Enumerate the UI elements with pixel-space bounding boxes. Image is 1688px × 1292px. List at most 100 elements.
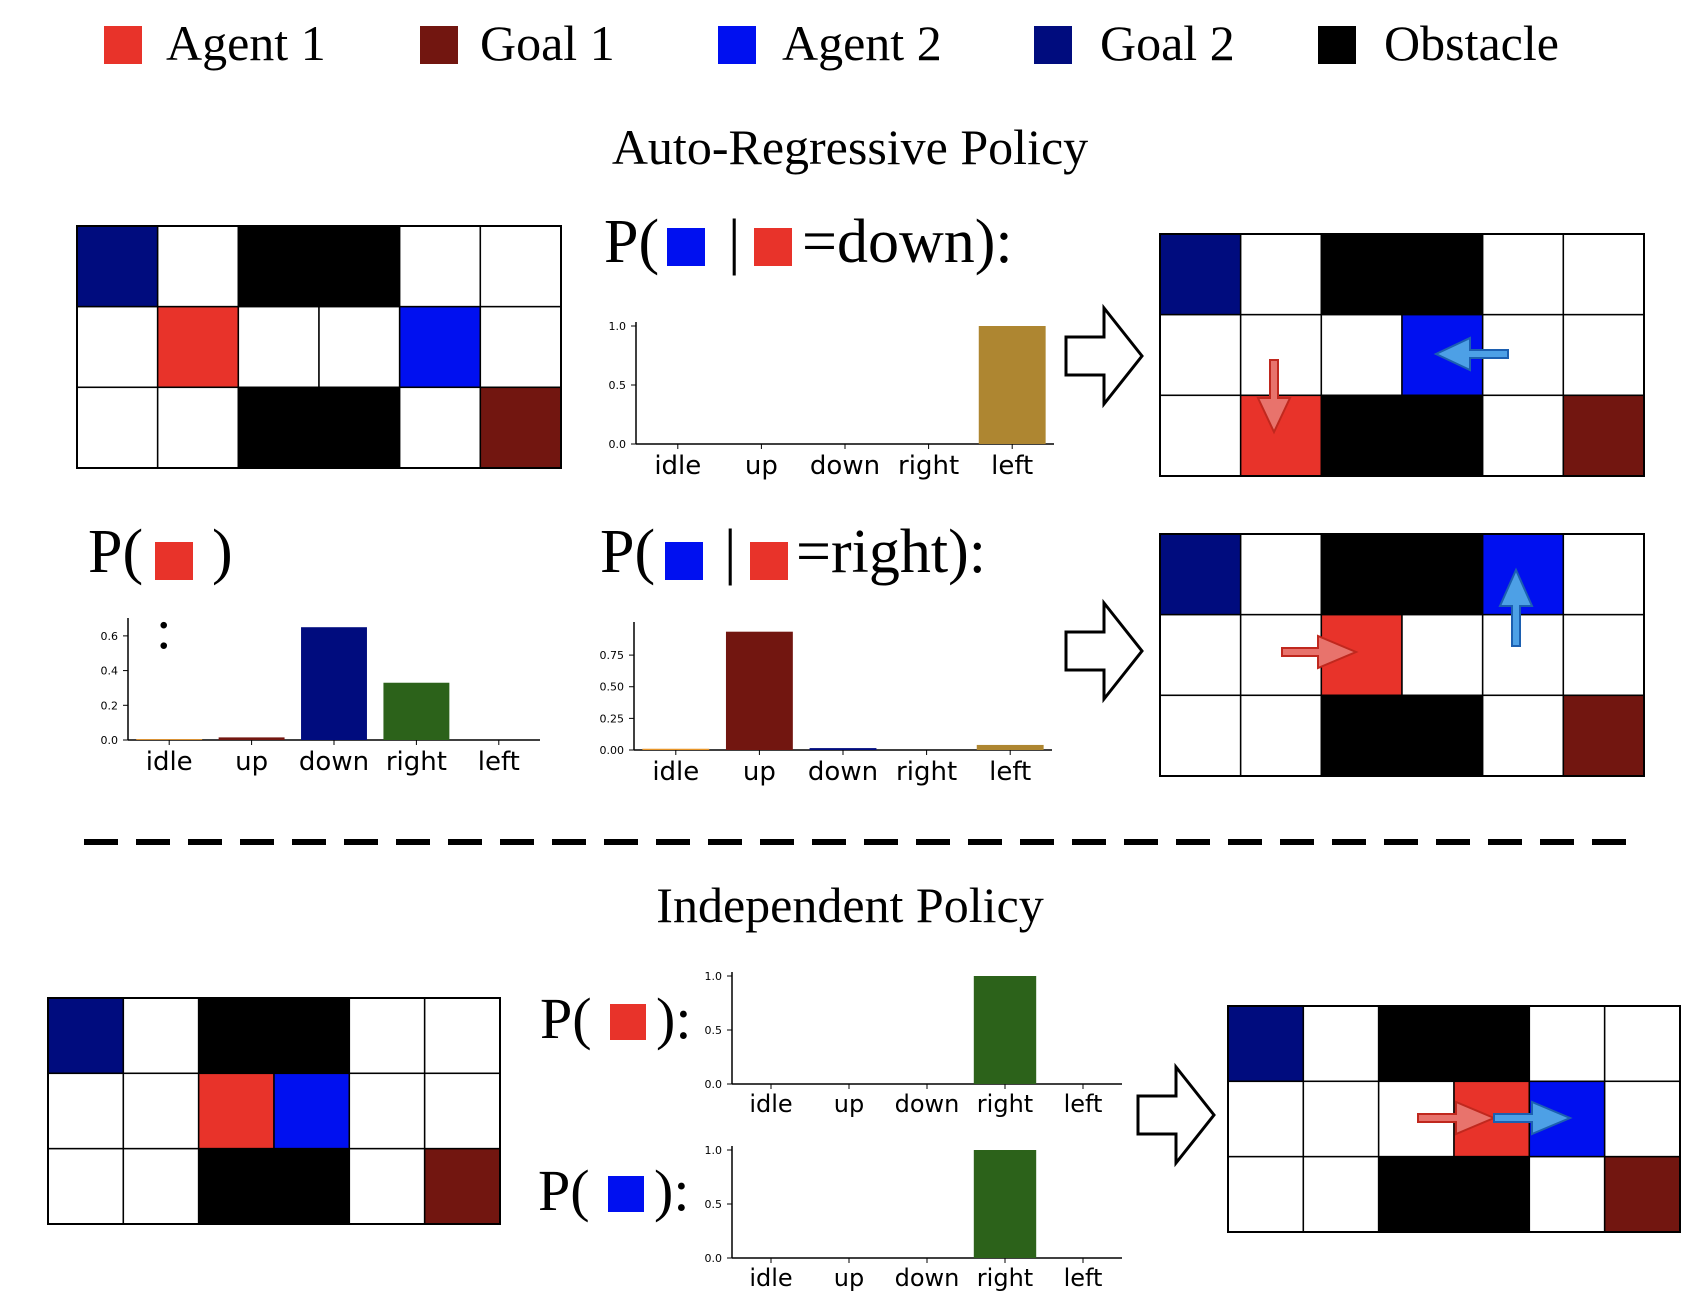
obstacle-cell: [237, 225, 320, 308]
empty-cell: [1481, 613, 1565, 697]
formula-agent2-given-right: P( | =right):: [600, 518, 986, 586]
goal2-cell: [1159, 233, 1242, 316]
agent2-cell: [398, 305, 482, 389]
bar-idle: [136, 739, 203, 740]
goal2-cell: [1227, 1005, 1305, 1083]
agent2-up-arrow-icon: [1498, 567, 1534, 647]
legend-swatch-goal2: [1034, 26, 1072, 64]
y-tick-label: 0.75: [600, 649, 625, 662]
empty-cell: [1159, 313, 1242, 397]
y-tick-label: 1.0: [609, 320, 627, 333]
grid-border: [1159, 233, 1645, 477]
empty-cell: [122, 997, 200, 1075]
formula-p-close: ): [212, 518, 233, 586]
y-tick-label: 1.0: [705, 970, 723, 983]
empty-cell: [1239, 233, 1323, 316]
x-tick-label: right: [896, 757, 957, 787]
x-tick-label: idle: [146, 747, 193, 777]
legend-swatch-goal1: [420, 26, 458, 64]
formula-ind-agent2: P( ):: [538, 1158, 689, 1223]
obstacle-cell: [1401, 394, 1484, 477]
y-tick-label: 1.0: [705, 1144, 723, 1157]
empty-cell: [237, 305, 320, 389]
y-tick-label: 0.5: [609, 379, 627, 392]
empty-cell: [1239, 533, 1323, 616]
empty-cell: [1562, 313, 1645, 397]
x-tick-label: right: [977, 1264, 1033, 1292]
obstacle-cell: [1377, 1005, 1455, 1083]
x-tick-label: up: [743, 757, 776, 787]
empty-cell: [348, 997, 426, 1075]
bar-down: [301, 627, 367, 740]
formula-agent2-swatch: [608, 1176, 644, 1212]
formula-agent2-given-down: P( | =down):: [604, 208, 1013, 276]
empty-cell: [47, 1147, 125, 1225]
empty-cell: [76, 386, 159, 469]
legend-label-obstacle: Obstacle: [1384, 15, 1559, 71]
bar-down: [809, 748, 877, 750]
auto-regressive-title: Auto-Regressive Policy: [612, 119, 1088, 175]
agent1-right-arrow-icon: [1281, 634, 1359, 670]
y-tick-label: 0.50: [600, 681, 625, 694]
formula-p-open: P(: [88, 518, 143, 586]
y-tick-label: 0.0: [101, 734, 119, 747]
legend-swatch-obstacle: [1318, 26, 1356, 64]
agent1-right-arrow-icon: [1417, 1100, 1497, 1136]
obstacle-cell: [273, 1147, 351, 1225]
goal2-cell: [1159, 533, 1242, 616]
empty-cell: [122, 1147, 200, 1225]
formula-agent2-swatch: [665, 542, 703, 580]
goal1-cell: [479, 386, 562, 469]
formula-colon: :: [156, 599, 172, 661]
formula-p-close-colon: ):: [654, 1158, 689, 1223]
obstacle-cell: [1320, 233, 1403, 316]
legend-label-agent2: Agent 2: [782, 15, 942, 71]
obstacle-cell: [1320, 394, 1403, 477]
empty-cell: [122, 1072, 200, 1150]
empty-cell: [1481, 233, 1565, 316]
grid-ar-initial: [76, 225, 562, 469]
obstacle-cell: [1401, 533, 1484, 616]
empty-cell: [1562, 233, 1645, 316]
x-tick-label: up: [834, 1090, 864, 1118]
empty-cell: [479, 225, 562, 308]
empty-cell: [1227, 1080, 1305, 1158]
y-tick-label: 0.00: [600, 744, 625, 757]
obstacle-cell: [1453, 1005, 1531, 1083]
formula-p-open: P(: [600, 518, 655, 586]
empty-cell: [1302, 1155, 1380, 1233]
x-tick-label: up: [235, 747, 268, 777]
formula-agent2-swatch: [667, 228, 705, 266]
obstacle-cell: [318, 386, 401, 469]
formula-p-open: P(: [538, 1158, 590, 1223]
x-tick-label: right: [386, 747, 447, 777]
empty-cell: [156, 386, 240, 469]
x-tick-label: idle: [652, 757, 699, 787]
x-tick-label: down: [895, 1090, 960, 1118]
formula-eq-down: =down):: [802, 208, 1013, 276]
empty-cell: [1239, 313, 1323, 397]
bar-left: [976, 744, 1044, 750]
formula-ind-agent1: P( ):: [540, 986, 691, 1051]
grid-ind-result: [1227, 1005, 1681, 1233]
formula-agent1-swatch: [155, 542, 193, 580]
bar-idle: [642, 748, 710, 750]
bar-left: [978, 326, 1046, 444]
obstacle-cell: [197, 1147, 275, 1225]
agent2-left-arrow-icon: [1433, 336, 1509, 372]
right-outline-arrow-icon: [1064, 598, 1144, 704]
y-tick-label: 0.0: [705, 1252, 723, 1265]
x-tick-label: right: [898, 451, 959, 481]
y-tick-label: 0.25: [600, 712, 625, 725]
bar-up: [218, 737, 285, 740]
legend: Agent 1 Goal 1 Agent 2 Goal 2 Obstacle: [104, 15, 1559, 71]
right-outline-arrow-icon: [1064, 303, 1144, 409]
empty-cell: [1159, 694, 1242, 777]
x-tick-label: up: [745, 451, 778, 481]
x-tick-label: left: [478, 747, 520, 777]
goal1-cell: [423, 1147, 501, 1225]
